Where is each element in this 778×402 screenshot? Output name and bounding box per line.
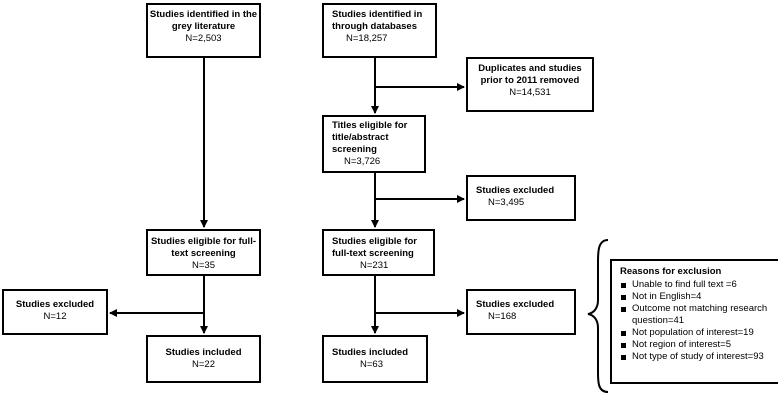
db-eligible-box: Studies eligible for full-text screening… xyxy=(322,229,435,276)
reason-item: Not region of interest=5 xyxy=(620,339,772,351)
db-excluded-fulltext-title: Studies excluded xyxy=(476,299,555,310)
db-identified-box: Studies identified in through databases … xyxy=(322,3,437,58)
grey-identified-title: Studies identified in the grey literatur… xyxy=(149,9,258,32)
grey-eligible-box: Studies eligible for full-text screening… xyxy=(146,229,261,276)
reasons-brace xyxy=(587,239,609,393)
db-duplicates-title: Duplicates and studies prior to 2011 rem… xyxy=(478,63,582,86)
db-eligible-count: N=231 xyxy=(360,260,389,271)
reason-item: Not population of interest=19 xyxy=(620,327,772,339)
db-excluded-fulltext-count: N=168 xyxy=(488,311,517,322)
grey-eligible-title: Studies eligible for full-text screening xyxy=(150,236,257,259)
grey-excluded-count: N=12 xyxy=(43,311,67,322)
db-included-title: Studies included xyxy=(332,347,409,358)
grey-included-count: N=22 xyxy=(192,359,215,370)
db-included-box: Studies included N=63 xyxy=(322,335,428,383)
db-titles-box: Titles eligible for title/abstract scree… xyxy=(322,115,426,173)
grey-included-title: Studies included xyxy=(165,347,242,358)
grey-included-box: Studies included N=22 xyxy=(146,335,261,383)
reasons-title: Reasons for exclusion xyxy=(620,266,722,277)
db-duplicates-box: Duplicates and studies prior to 2011 rem… xyxy=(466,57,594,112)
reasons-box: Reasons for exclusion Unable to find ful… xyxy=(610,259,778,384)
grey-excluded-title: Studies excluded xyxy=(15,299,95,310)
reasons-list: Unable to find full text =6 Not in Engli… xyxy=(620,279,772,363)
db-titles-count: N=3,726 xyxy=(344,156,381,167)
grey-identified-box: Studies identified in the grey literatur… xyxy=(146,3,261,58)
db-excluded-abstract-count: N=3,495 xyxy=(488,197,525,208)
grey-eligible-count: N=35 xyxy=(192,260,215,271)
reason-item: Not in English=4 xyxy=(620,291,772,303)
db-excluded-abstract-title: Studies excluded xyxy=(476,185,555,196)
grey-excluded-box: Studies excluded N=12 xyxy=(2,289,108,335)
db-titles-title: Titles eligible for title/abstract scree… xyxy=(332,120,408,155)
db-excluded-fulltext-box: Studies excluded N=168 xyxy=(466,289,576,335)
grey-identified-count: N=2,503 xyxy=(185,33,222,44)
db-eligible-title: Studies eligible for full-text screening xyxy=(332,236,417,259)
db-identified-count: N=18,257 xyxy=(346,33,388,44)
db-duplicates-count: N=14,531 xyxy=(509,87,551,98)
db-excluded-abstract-box: Studies excluded N=3,495 xyxy=(466,175,576,221)
reason-item: Unable to find full text =6 xyxy=(620,279,772,291)
db-included-count: N=63 xyxy=(360,359,383,370)
reason-item: Outcome not matching research question=4… xyxy=(620,303,772,327)
reason-item: Not type of study of interest=93 xyxy=(620,351,772,363)
db-identified-title: Studies identified in through databases xyxy=(332,9,423,32)
